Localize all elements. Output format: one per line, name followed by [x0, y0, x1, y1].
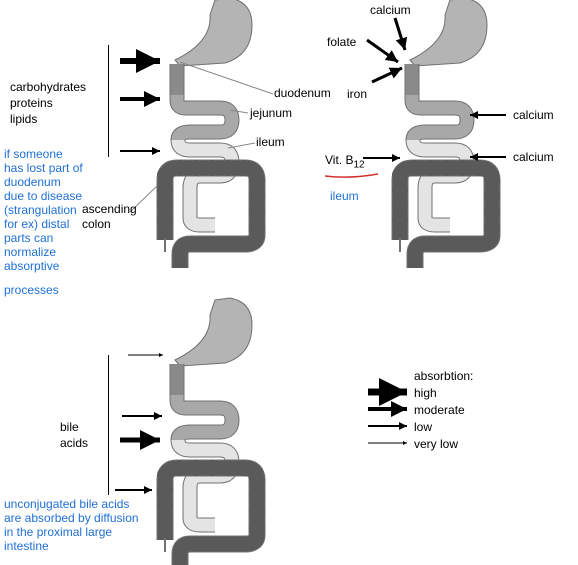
colon-haustrum: [157, 212, 173, 228]
arrow-iron: [371, 66, 403, 84]
brace-bile: [108, 355, 109, 495]
label-colon: colon: [82, 217, 111, 231]
brace-nutrients: [108, 45, 109, 157]
nutrient-proteins: proteins: [10, 96, 53, 110]
jejunum: [170, 393, 239, 441]
colon-haustrum: [439, 160, 455, 176]
legend-very-low: very low: [414, 437, 459, 451]
colon-haustrum: [392, 182, 408, 198]
label-calcium-top: calcium: [370, 3, 411, 17]
arrow-calcium-top: [393, 17, 408, 51]
duodenum-loss-note-line-7: parts can: [4, 231, 54, 245]
colon-haustrum: [236, 460, 252, 476]
colon-haustrum: [471, 160, 487, 176]
label-jejunum: jejunum: [250, 106, 293, 120]
label-bile: bile: [60, 420, 79, 434]
colon-haustrum: [188, 160, 204, 176]
legend-low: low: [414, 420, 433, 434]
colon-haustrum: [249, 220, 265, 236]
duodenum-pointer: [179, 61, 274, 95]
vit-b-text: Vit. B: [325, 153, 354, 167]
duodenum-loss-note-line-4: due to disease: [4, 189, 83, 203]
colon-haustrum: [188, 460, 204, 476]
bile-note-line-1: unconjugated bile acids: [4, 497, 130, 511]
colon-haustrum: [423, 160, 439, 176]
colon-haustrum: [157, 467, 173, 483]
label-acids: acids: [60, 436, 89, 450]
vit-b-subscript: 12: [353, 159, 365, 171]
jejunum-pointer: [229, 109, 249, 114]
label-calcium-jejunum: calcium: [513, 108, 554, 122]
duodenum-loss-note-line-2: has lost part of: [4, 161, 83, 175]
jejunum: [405, 93, 474, 141]
nutrient-carbohydrates: carbohydrates: [10, 80, 87, 94]
colon-haustrum: [157, 167, 173, 183]
label-folate: folate: [327, 35, 357, 49]
colon-haustrum: [455, 160, 471, 176]
duodenum-loss-note-line-9: absorptive: [4, 259, 60, 273]
colon-haustrum: [157, 482, 173, 498]
colon-haustrum: [392, 212, 408, 228]
colon-haustrum: [157, 512, 173, 528]
label-duodenum: duodenum: [274, 86, 331, 100]
label-iron: iron: [347, 87, 368, 101]
colon-haustrum: [484, 172, 500, 188]
label-ileum-blue: ileum: [330, 189, 359, 203]
bile-note-line-2: are absorbed by diffusion: [4, 511, 139, 525]
colon-haustrum: [392, 197, 408, 213]
colon-haustrum: [249, 172, 265, 188]
duodenum-loss-note-line-5: (strangulation: [4, 203, 77, 217]
colon-haustrum: [157, 182, 173, 198]
label-vit-b12: Vit. B12: [325, 153, 365, 172]
duodenum-loss-note-line-3: duodenum: [4, 175, 61, 189]
colon-haustrum: [249, 520, 265, 536]
stomach: [409, 0, 488, 67]
colon-haustrum: [204, 160, 220, 176]
colon-haustrum: [249, 504, 265, 520]
colon-haustrum: [236, 160, 252, 176]
bile-note-line-3: in the proximal large: [4, 525, 113, 539]
label-ileum: ileum: [256, 135, 285, 149]
stomach: [174, 0, 253, 67]
colon-haustrum: [484, 204, 500, 220]
label-calcium-ileum: calcium: [513, 150, 554, 164]
intestine-diagram-2: [391, 0, 501, 268]
colon-haustrum: [484, 220, 500, 236]
ileum-pointer: [227, 142, 256, 149]
colon-pointer: [129, 185, 158, 213]
bile-note-line-4: intestine: [4, 539, 49, 553]
nutrient-lipids: lipids: [10, 112, 38, 126]
colon-haustrum: [220, 160, 236, 176]
colon-haustrum: [204, 460, 220, 476]
colon-haustrum: [484, 188, 500, 204]
red-underline: [324, 173, 379, 178]
colon-haustrum: [172, 160, 188, 176]
intestine-diagram-1: [156, 0, 266, 268]
colon-haustrum: [157, 497, 173, 513]
jejunum: [170, 93, 239, 141]
legend-moderate: moderate: [414, 403, 465, 417]
colon-haustrum: [249, 488, 265, 504]
duodenum-loss-note-line-6: for ex) distal: [4, 217, 70, 231]
stomach: [174, 297, 253, 367]
duodenum-loss-note-line-8: normalize: [4, 245, 57, 259]
colon-haustrum: [249, 204, 265, 220]
colon-haustrum: [172, 460, 188, 476]
duodenum-loss-note-line-1: if someone: [4, 147, 63, 161]
colon-haustrum: [249, 188, 265, 204]
label-ascending: ascending: [82, 202, 137, 216]
colon-haustrum: [407, 160, 423, 176]
absorption-arrows: [115, 17, 506, 494]
colon-haustrum: [220, 460, 236, 476]
legend-high: high: [414, 386, 437, 400]
intestine-diagram-3: [156, 297, 266, 565]
duodenum-loss-note-line-10: processes: [4, 283, 59, 297]
colon-haustrum: [249, 472, 265, 488]
colon-haustrum: [157, 197, 173, 213]
arrow-folate: [366, 38, 399, 64]
legend-title: absorbtion:: [414, 369, 474, 383]
colon-haustrum: [392, 167, 408, 183]
